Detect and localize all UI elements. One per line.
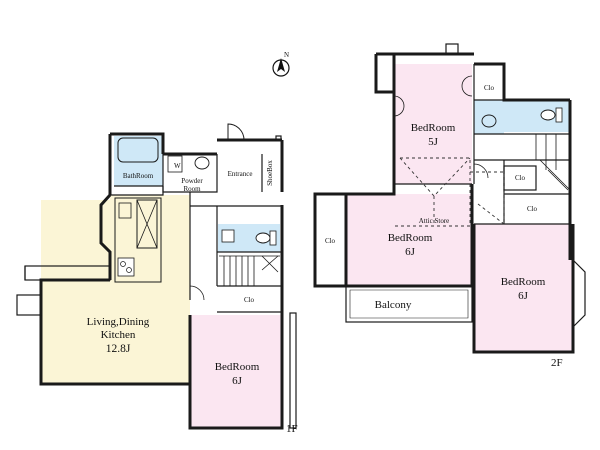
ldk-label-line1: Living,Dining (87, 316, 150, 328)
bathroom-label: BathRoom (123, 172, 154, 180)
washer-label: W (174, 162, 181, 170)
bathroom-area (114, 136, 163, 186)
ldk-size: 12.8J (106, 343, 131, 355)
bedroom-6j-center-label: BedRoom (388, 232, 433, 244)
bedroom-6j-right-size: 6J (518, 290, 529, 302)
attic-store-label: Attic Store (419, 217, 450, 225)
compass-icon: N (272, 51, 290, 77)
bedroom-1f-label: BedRoom (215, 361, 260, 373)
bedroom-6j-center-area (346, 194, 472, 286)
floor-2-label: 2F (551, 357, 563, 369)
bedroom-5j-size: 5J (428, 136, 439, 148)
closet-2f-left-label: Clo (325, 237, 336, 245)
ldk-label-line2: Kitchen (101, 329, 136, 341)
entrance-label: Entrance (228, 170, 253, 178)
floor-1-label: 1F (286, 423, 298, 435)
closet-2f-top-label: Clo (484, 84, 495, 92)
bedroom-6j-center-size: 6J (405, 246, 416, 258)
bedroom-6j-right-label: BedRoom (501, 276, 546, 288)
powder-room-label-line2: Room (183, 185, 201, 193)
balcony-label: Balcony (375, 299, 412, 311)
floor-2: BedRoom 5J BedRoom 6J BedRoom 6J Attic S… (313, 43, 586, 369)
closet-2f-mid-label: Clo (515, 174, 526, 182)
closet-2f-right-label: Clo (527, 205, 538, 213)
shoebox-label: ShoeBox (266, 160, 274, 186)
powder-room-label-line1: Powder (181, 177, 203, 185)
floor-1: Living,Dining Kitchen 12.8J BedRoom 6J B… (16, 123, 298, 435)
bedroom-1f-area (190, 315, 282, 427)
bedroom-5j-area (394, 64, 472, 184)
bedroom-1f-size: 6J (232, 375, 243, 387)
closet-1f-label: Clo (244, 296, 255, 304)
bedroom-6j-right-area (474, 224, 573, 352)
compass-north-label: N (284, 51, 289, 59)
bedroom-5j-label: BedRoom (411, 122, 456, 134)
